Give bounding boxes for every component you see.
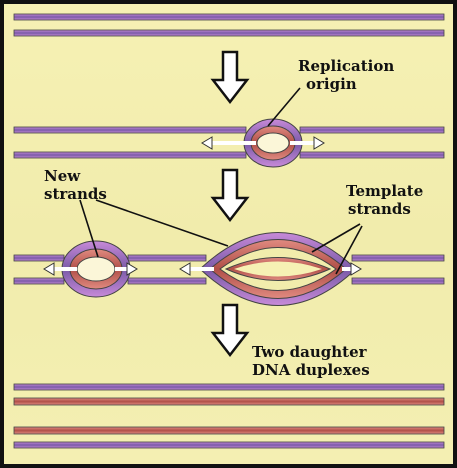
- parental-duplex: [14, 14, 444, 36]
- expanded-bubbles-duplex: [14, 233, 444, 306]
- template-strands-label-2: strands: [348, 200, 411, 218]
- replication-origin-label-2: origin: [306, 75, 357, 93]
- daughter-template-strand: [14, 384, 444, 390]
- new-strands-label-1: New: [44, 167, 81, 185]
- daughter-duplex-2: [14, 427, 444, 448]
- replication-origin-label-1: Replication: [298, 57, 394, 75]
- daughter-new-strand: [14, 398, 444, 405]
- daughter-template-strand: [14, 442, 444, 448]
- daughter-new-strand: [14, 427, 444, 434]
- new-strands-pointer: [96, 200, 228, 246]
- daughter-duplexes-label-2: DNA duplexes: [252, 361, 370, 379]
- parental-strand-top: [14, 14, 444, 20]
- down-arrow-icon: [213, 305, 247, 355]
- template-strands-label-1: Template: [346, 182, 423, 200]
- new-strands-label-2: strands: [44, 185, 107, 203]
- template-strands-pointer: [312, 224, 360, 252]
- down-arrow-icon: [213, 170, 247, 220]
- daughter-duplex-1: [14, 384, 444, 405]
- parental-strand-bottom: [14, 30, 444, 36]
- down-arrow-icon: [213, 52, 247, 102]
- origin-bubble-duplex: [14, 119, 444, 167]
- daughter-duplexes-label-1: Two daughter: [252, 343, 368, 361]
